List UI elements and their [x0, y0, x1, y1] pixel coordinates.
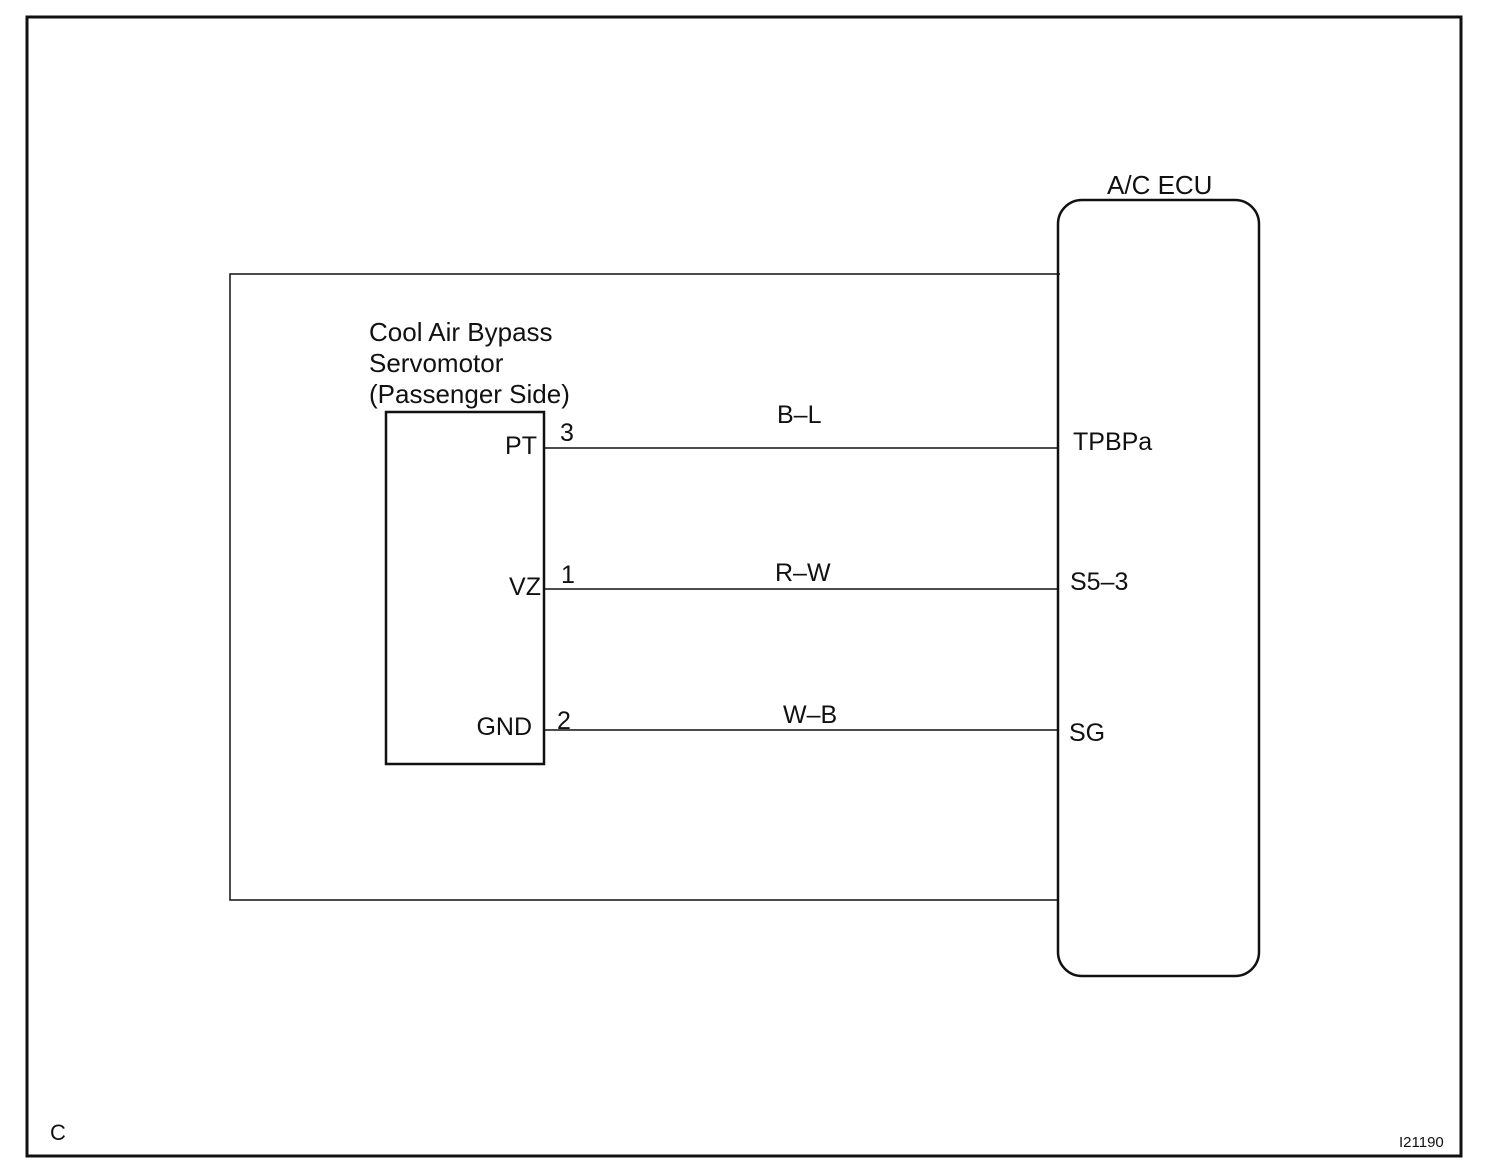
corner-label: C — [50, 1120, 66, 1145]
ecu-terminal: S5–3 — [1070, 568, 1129, 596]
wire-color-label: R–W — [775, 559, 831, 587]
terminal-gnd: GND — [476, 713, 532, 741]
ecu-terminal: SG — [1069, 719, 1106, 747]
outer-frame — [25, 15, 1463, 1158]
pin-number: 2 — [557, 707, 571, 735]
servomotor-title-line: Cool Air Bypass — [369, 317, 553, 347]
terminal-pt: PT — [505, 432, 537, 460]
harness-box — [229, 273, 1060, 901]
ecu-terminal: TPBPa — [1073, 428, 1153, 456]
wire-color-label: B–L — [777, 401, 822, 429]
servomotor-title: Cool Air Bypass Servomotor (Passenger Si… — [369, 317, 570, 410]
wire-color-label: W–B — [783, 701, 838, 729]
servomotor-title-line: (Passenger Side) — [369, 379, 570, 409]
ecu-title: A/C ECU — [1107, 170, 1213, 200]
servomotor-box — [384, 410, 546, 766]
figure-id: I21190 — [1399, 1134, 1444, 1151]
pin-number: 3 — [560, 419, 574, 447]
pin-number: 1 — [561, 561, 575, 589]
terminal-vz: VZ — [509, 573, 541, 601]
ecu-box — [1056, 198, 1261, 978]
servomotor-title-line: Servomotor — [369, 348, 504, 378]
